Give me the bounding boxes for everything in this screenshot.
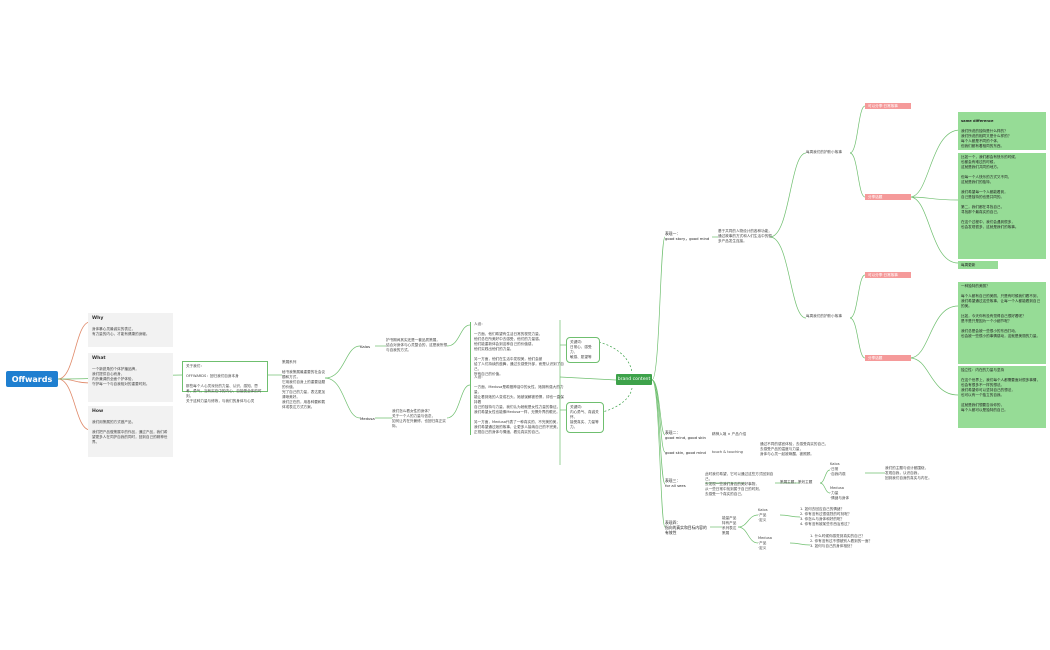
questions-medusa: 1. 什么时候你感觉到真实的自己？ 2. 你有没有过不想被别人看到的一面？ 3.…	[810, 534, 873, 548]
kalos-label[interactable]: Kalos	[360, 344, 371, 349]
expression-one[interactable]: 表现一： good story，good mind	[665, 231, 710, 242]
upper-green-2: 比如一个，我们都会有快乐的时候， 也都会有难过的时候， 这就是我们共同的地方。 …	[958, 153, 1046, 259]
upper-green-1-title: same difference	[961, 119, 994, 123]
how-body: 我们用策展的方式做产品， 我们把产品做策展中的作品，通过产品，我们希望更多人在同…	[92, 419, 168, 444]
why-title: Why	[92, 316, 104, 321]
curation-topic: 策展主题，策划主题	[780, 480, 813, 484]
kalos-desc: 护书期间其实还是一套品质策展， 结合对身体与心灵整合的，这是我所想与自我的方式。	[386, 338, 448, 352]
topic-medusa: Medusa ·力量 ·情绪与身体	[830, 486, 850, 500]
expression-four-sub: 能量产品 特有产品 系列表达 策展	[722, 516, 737, 535]
medusa-persona: 人设： 一方面，Medusa是希腊神话中的女性，她拥有强大的力量， 能让看到她的…	[470, 375, 564, 435]
lower-green-1: 一种独特的美丽？ 每个人都有自己的美丽，只是有时候我们看不到， 我们希望通过这些…	[958, 282, 1046, 364]
keywords-kalos[interactable]: 关键词： 日常心、感受力、 敏感、愿望等	[566, 337, 600, 363]
q-medusa: Medusa ·产品 ·定义	[758, 536, 772, 550]
questions-kalos: 1. 如何去回应自己的情绪？ 2. 你有没有过很强烈的时刻呢？ 3. 你怎么与身…	[800, 507, 852, 526]
touch-extra: 通过不同的感官体验，去感受真实的自己， 去感受产品的温度与力量， 身体与心灵一起…	[760, 442, 829, 456]
upper-pink-1[interactable]: 可以分享·日常故事	[865, 103, 911, 109]
why-card[interactable]: Why 身体暴心灵最诚实的表达， 有力量的内心，才能有健康的身躯。	[88, 313, 173, 347]
upper-pink-2[interactable]: 分享话题	[865, 194, 911, 200]
curation-series[interactable]: 策展系列 秘书我策展最重要的社会议题和方式， 它用我们自身上的重要话题的价值， …	[282, 360, 326, 409]
good-skin-node[interactable]: good skin, good mind	[665, 450, 706, 455]
kalos-persona: 人设： 一方面，他们希望有生活日常的视觉力量， 他们总在所美好中去感受，他们的力…	[470, 322, 564, 377]
upper-green-1: same difference 我们所说的独特是什么样的？ 我们所说的相同又是什…	[958, 112, 1046, 150]
upper-story-title[interactable]: 每周我们的护肤小故事	[806, 150, 842, 154]
how-card[interactable]: How 我们用策展的方式做产品， 我们把产品做策展中的作品，通过产品，我们希望更…	[88, 406, 173, 457]
expression-one-text: 基于共同的人物设计的各种功能， 通过故事的方式和人们生活中的很多产品发生连接。	[718, 229, 772, 243]
topic-kalos: Kalos ·日常 ·自我内观	[830, 462, 846, 476]
lower-green-2: 独立性：内在的力量与坚持 在这个世界上，我们每个人都需要面对很多事情， 也会有很…	[958, 366, 1046, 428]
expression-four[interactable]: 表现四： 指向的真实和目标内容的有效性	[665, 520, 707, 536]
touch-node: touch & touching	[712, 450, 743, 454]
medusa-desc: 我们怎么看女性的身体？ 关于一个人的力量与信念， 如何让内在外兼修，也回归真正实…	[392, 409, 446, 428]
q-kalos: Kalos ·产品 ·定义	[758, 508, 768, 522]
expression-three-text: 此时我们希望，它可以通过这些方式回到自己， 去发现一些我们身边的美好事物， 从一…	[705, 472, 774, 496]
topic-summary: 我们的主题与设计都围绕， 发现自我，认识自我， 回到我们自身的真实与内在。	[885, 466, 932, 480]
upper-green-1-body: 我们所说的独特是什么样的？ 我们所说的相同又是什么样的？ 每个人都是不同的个体，…	[961, 129, 1012, 148]
what-card[interactable]: What 一个新锐角的个体护播品牌， 我们提供自心而身、 内外兼调的全面个护体验…	[88, 353, 173, 402]
upper-green-3: 每周更新	[958, 261, 998, 269]
brand-content-node[interactable]: brand content	[616, 374, 652, 385]
medusa-label[interactable]: Medusa	[360, 416, 375, 421]
what-body: 一个新锐角的个体护播品牌， 我们提供自心而身、 内外兼调的全面个护体验， 守护每…	[92, 366, 150, 386]
why-body: 身体暴心灵最诚实的表达， 有力量的内心，才能有健康的身躯。	[92, 326, 150, 336]
root-topic[interactable]: Offwards	[6, 371, 58, 387]
lower-pink-2[interactable]: 分享话题	[865, 355, 911, 361]
expression-three[interactable]: 表现三： for all sees	[665, 478, 686, 489]
keywords-medusa[interactable]: 关键词： 内心勇气、真诚关怀、 接受真实、力量等力。	[566, 402, 604, 433]
how-title: How	[92, 409, 104, 414]
about-us[interactable]: 关于我们： OFFWARDS：回归我们自身本身 那些每个人心灵深处的力量、认识、…	[182, 361, 268, 403]
expression-two[interactable]: 表现二： good mind, good skin	[665, 430, 706, 441]
lower-pink-1[interactable]: 可以分享·日常故事	[865, 272, 911, 278]
lower-story-title[interactable]: 每周我们的护肤小故事	[806, 314, 842, 318]
expression-two-text: 精神入境 × 产品介绍	[712, 432, 747, 436]
what-title: What	[92, 356, 106, 361]
